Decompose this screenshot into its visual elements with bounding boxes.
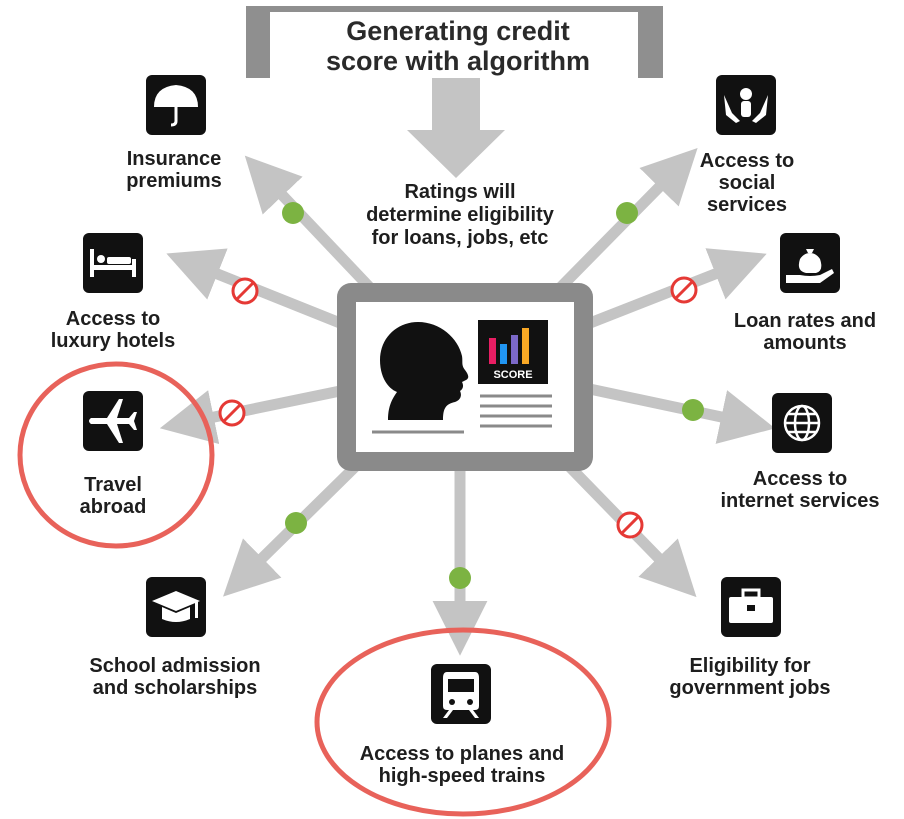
label-school: School admission and scholarships bbox=[89, 655, 261, 699]
subtitle-line-2: determine eligibility bbox=[366, 204, 555, 226]
label-trains: Access to planes and high-speed trains bbox=[359, 743, 565, 787]
arrow-hotels bbox=[166, 248, 348, 331]
graduation-cap-icon bbox=[152, 591, 200, 622]
subtitle-line-1: Ratings will bbox=[404, 181, 515, 203]
central-screen: SCORE bbox=[337, 283, 593, 471]
allowed-dot-internet bbox=[682, 399, 704, 421]
allowed-dot-trains bbox=[449, 567, 471, 589]
blocked-sign-govjobs bbox=[616, 511, 644, 539]
label-govjobs: Eligibility for government jobs bbox=[669, 655, 831, 699]
label-insurance: Insurance premiums bbox=[126, 148, 222, 192]
arrow-social bbox=[551, 148, 698, 297]
label-loans: Loan rates and amounts bbox=[733, 310, 877, 354]
label-internet: Access to internet services bbox=[720, 468, 880, 512]
blocked-sign-hotels bbox=[231, 277, 259, 305]
allowed-dot-insurance bbox=[282, 202, 304, 224]
icon-tiles bbox=[83, 75, 840, 724]
title-banner: Generating credit score with algorithm bbox=[246, 6, 663, 78]
arrow-insurance bbox=[244, 155, 379, 297]
label-hotels: Access to luxury hotels bbox=[50, 308, 176, 352]
subtitle-line-3: for loans, jobs, etc bbox=[372, 227, 549, 249]
label-travel: Travel abroad bbox=[79, 474, 147, 518]
down-arrow-icon bbox=[407, 78, 505, 178]
bed-icon bbox=[90, 249, 136, 277]
label-social: Access to social services bbox=[699, 150, 795, 216]
title-line-1: Generating credit bbox=[346, 16, 570, 46]
subtitle: Ratings will determine eligibility for l… bbox=[366, 181, 555, 249]
allowed-dot-school bbox=[285, 512, 307, 534]
money-bag-icon bbox=[786, 249, 834, 283]
blocked-sign-travel bbox=[218, 399, 246, 427]
umbrella-icon bbox=[154, 85, 198, 127]
highlight-rings bbox=[17, 361, 612, 817]
blocked-sign-loans bbox=[670, 276, 698, 304]
hands-person-icon bbox=[724, 88, 768, 123]
train-icon bbox=[443, 672, 479, 718]
globe-icon bbox=[783, 404, 821, 442]
arrow-internet bbox=[583, 382, 776, 444]
airplane-icon bbox=[89, 399, 137, 443]
briefcase-icon bbox=[729, 588, 773, 623]
status-markers bbox=[218, 202, 704, 589]
highlight-ring-travel bbox=[17, 361, 215, 549]
title-line-2: score with algorithm bbox=[326, 46, 590, 76]
score-label: SCORE bbox=[493, 369, 532, 381]
head-silhouette-icon bbox=[380, 322, 469, 420]
highlight-ring-trains bbox=[314, 627, 612, 817]
arrow-loans bbox=[582, 248, 767, 331]
allowed-dot-social bbox=[616, 202, 638, 224]
arrow-travel bbox=[159, 384, 347, 445]
